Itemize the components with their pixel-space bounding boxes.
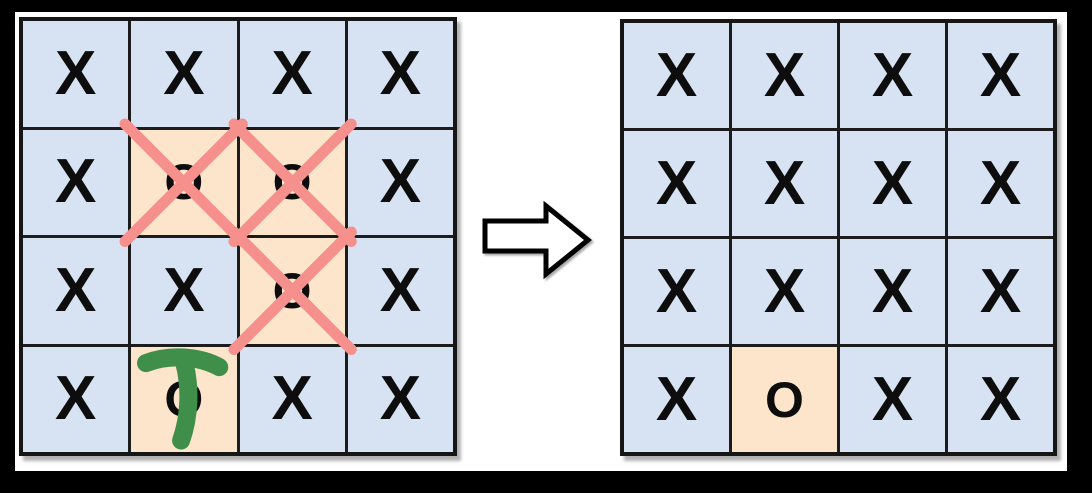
mark-X: X — [271, 38, 313, 108]
grid-after-cell-r4c3: X — [840, 347, 945, 452]
grid-before-cell-r1c3: X — [239, 21, 345, 127]
mark-X: X — [54, 255, 97, 325]
mark-X: X — [655, 40, 698, 110]
mark-X: X — [871, 364, 914, 434]
grid-after-cell-r3c3: X — [840, 239, 945, 344]
mark-O: O — [272, 262, 312, 319]
mark-X: X — [979, 148, 1022, 218]
grid-after-cell-r3c1: X — [624, 239, 729, 344]
mark-X: X — [163, 38, 205, 108]
grid-before-cell-r1c2: X — [131, 21, 237, 127]
grid-before-cell-r4c3: X — [239, 346, 345, 452]
mark-X: X — [763, 256, 806, 326]
mark-X: X — [655, 364, 698, 434]
mark-X: X — [54, 38, 97, 108]
grid-before-cell-r2c3: O — [227, 117, 357, 247]
right-arrow-icon — [482, 200, 592, 280]
grid-before-cell-r3c2: X — [131, 238, 237, 344]
mark-O: O — [765, 371, 804, 428]
grid-after-cell-r4c1: X — [624, 347, 729, 452]
mark-X: X — [163, 255, 205, 325]
mark-X: X — [979, 40, 1022, 110]
mark-O: O — [164, 371, 204, 428]
mark-X: X — [379, 147, 422, 217]
grid-before-cell-r3c1: X — [23, 238, 129, 344]
mark-X: X — [54, 147, 97, 217]
mark-X: X — [979, 256, 1022, 326]
grid-before-cell-r2c1: X — [23, 129, 129, 235]
grid-after-cell-r1c2: X — [732, 23, 837, 128]
grid-before-cell-r4c4: X — [347, 346, 453, 452]
grid-after-cell-r3c2: X — [732, 239, 837, 344]
mark-O: O — [164, 154, 204, 211]
grid-before-cell-r1c4: X — [347, 21, 453, 127]
grid-after-cell-r1c1: X — [624, 23, 729, 128]
grid-before-cell-r4c2: O — [131, 346, 237, 452]
grid-before-cell-r3c3: O — [227, 226, 357, 356]
mark-X: X — [379, 38, 422, 108]
mark-X: X — [54, 364, 97, 434]
grid-after-cell-r3c4: X — [948, 239, 1053, 344]
mark-X: X — [871, 256, 914, 326]
grid-before-cell-r2c2: O — [119, 117, 249, 247]
mark-X: X — [271, 364, 313, 434]
mark-X: X — [655, 148, 698, 218]
mark-X: X — [871, 148, 914, 218]
mark-X: X — [379, 364, 422, 434]
grid-after-cell-r4c4: X — [948, 347, 1053, 452]
mark-X: X — [763, 148, 806, 218]
mark-X: X — [979, 364, 1022, 434]
grid-after-cell-r2c4: X — [948, 131, 1053, 236]
grid-before-cell-r4c1: X — [23, 346, 129, 452]
grid-after-cell-r4c2: O — [732, 347, 837, 452]
mark-O: O — [272, 154, 312, 211]
grid-after-cell-r1c3: X — [840, 23, 945, 128]
grid-before-cell-r2c4: X — [347, 129, 453, 235]
grid-after-cell-r1c4: X — [948, 23, 1053, 128]
mark-X: X — [379, 255, 422, 325]
grid-after-cell-r2c1: X — [624, 131, 729, 236]
grid-before-cell-r1c1: X — [23, 21, 129, 127]
grid-after-cell-r2c3: X — [840, 131, 945, 236]
grid-after-cell-r2c2: X — [732, 131, 837, 236]
grid-before-cell-r3c4: X — [347, 238, 453, 344]
mark-X: X — [763, 40, 806, 110]
mark-X: X — [655, 256, 698, 326]
mark-X: X — [871, 40, 914, 110]
